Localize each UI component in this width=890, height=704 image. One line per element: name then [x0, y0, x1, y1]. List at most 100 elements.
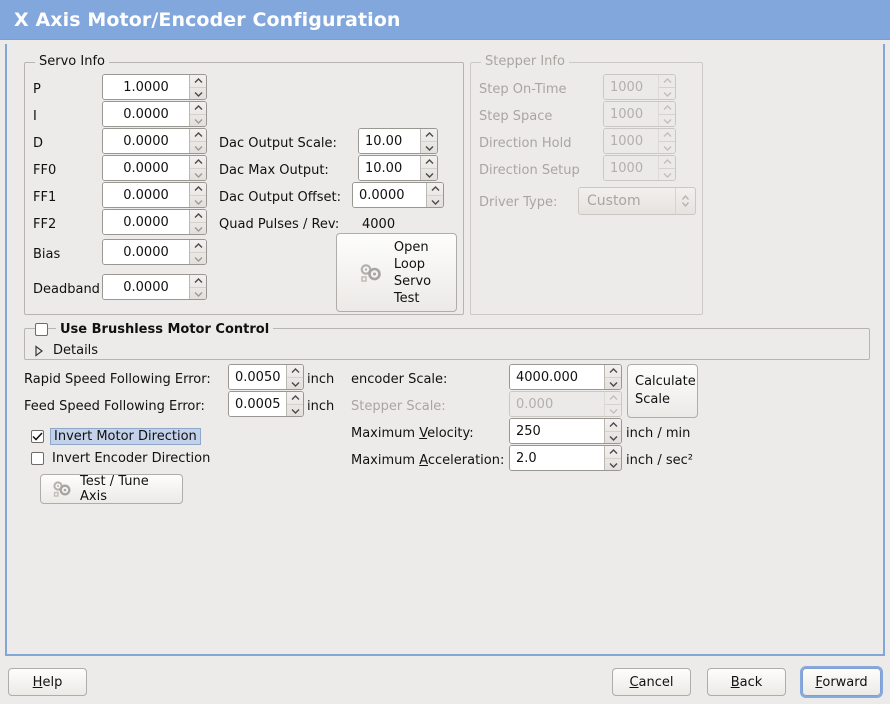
- dac-max-output-input[interactable]: 10.00: [358, 155, 438, 181]
- spinner-buttons: [658, 129, 675, 153]
- spinner-buttons[interactable]: [286, 392, 303, 416]
- spinner-buttons[interactable]: [189, 275, 206, 299]
- dac-output-offset-input[interactable]: 0.0000: [352, 182, 444, 208]
- servo-value-deadband: 0.0000: [103, 275, 189, 299]
- rapid-speed-following-error-unit: inch: [307, 372, 335, 387]
- servo-input-ff1[interactable]: 0.0000: [102, 182, 207, 208]
- spinner-down-icon[interactable]: [421, 141, 437, 153]
- spinner-down-icon[interactable]: [287, 377, 303, 389]
- spinner-buttons[interactable]: [189, 129, 206, 153]
- invert-motor-direction-checkbox[interactable]: Invert Motor Direction: [31, 428, 201, 445]
- spinner-up-icon[interactable]: [427, 183, 443, 195]
- spinner-buttons[interactable]: [604, 446, 621, 470]
- dac-output-offset-label: Dac Output Offset:: [219, 190, 341, 205]
- spinner-up-icon[interactable]: [190, 75, 206, 87]
- spinner-buttons[interactable]: [604, 419, 621, 443]
- help-button[interactable]: Help: [8, 668, 87, 696]
- maximum-velocity-input[interactable]: 250: [509, 418, 622, 444]
- triangle-right-icon[interactable]: [34, 344, 44, 357]
- spinner-up-icon[interactable]: [605, 446, 621, 458]
- servo-info-group: Servo Info: [24, 54, 464, 315]
- spinner-buttons[interactable]: [420, 129, 437, 153]
- spinner-down-icon[interactable]: [190, 252, 206, 264]
- spinner-buttons[interactable]: [604, 365, 621, 389]
- spinner-up-icon[interactable]: [605, 419, 621, 431]
- driver-type-value: Custom: [587, 193, 641, 209]
- invert-motor-direction-label: Invert Motor Direction: [50, 428, 201, 445]
- spinner-up-icon[interactable]: [287, 392, 303, 404]
- encoder-scale-input[interactable]: 4000.000: [509, 364, 622, 390]
- spinner-buttons[interactable]: [286, 365, 303, 389]
- dac-output-scale-input[interactable]: 10.00: [358, 128, 438, 154]
- spinner-up-icon[interactable]: [190, 183, 206, 195]
- spinner-buttons[interactable]: [189, 210, 206, 234]
- spinner-up-icon[interactable]: [190, 210, 206, 222]
- direction-hold-label: Direction Hold: [479, 136, 572, 151]
- checkbox-box[interactable]: [31, 452, 44, 465]
- step-space-value: 1000: [604, 102, 658, 126]
- spinner-down-icon[interactable]: [190, 287, 206, 299]
- spinner-up-icon[interactable]: [190, 156, 206, 168]
- open-loop-line4: Test: [393, 290, 420, 306]
- spinner-down-icon: [605, 404, 621, 416]
- rapid-speed-following-error-input[interactable]: 0.0050: [228, 364, 304, 390]
- spinner-down-icon[interactable]: [190, 195, 206, 207]
- spinner-down-icon[interactable]: [605, 458, 621, 470]
- servo-input-ff0[interactable]: 0.0000: [102, 155, 207, 181]
- rapid-speed-following-error-label: Rapid Speed Following Error:: [24, 372, 211, 387]
- spinner-up-icon[interactable]: [421, 129, 437, 141]
- spinner-up-icon[interactable]: [190, 102, 206, 114]
- test-tune-axis-label: Test / Tune Axis: [80, 474, 149, 504]
- open-loop-servo-test-label: Open Loop Servo Test: [394, 239, 431, 307]
- feed-speed-following-error-unit: inch: [307, 399, 335, 414]
- checkbox-box[interactable]: [35, 323, 48, 336]
- spinner-buttons[interactable]: [189, 75, 206, 99]
- spinner-up-icon[interactable]: [190, 129, 206, 141]
- direction-setup-value: 1000: [604, 156, 658, 180]
- spinner-down-icon[interactable]: [421, 168, 437, 180]
- direction-hold-value: 1000: [604, 129, 658, 153]
- servo-input-i[interactable]: 0.0000: [102, 101, 207, 127]
- details-expander[interactable]: Details: [34, 343, 98, 358]
- servo-input-ff2[interactable]: 0.0000: [102, 209, 207, 235]
- spinner-buttons[interactable]: [189, 240, 206, 264]
- servo-input-p[interactable]: 1.0000: [102, 74, 207, 100]
- spinner-down-icon[interactable]: [427, 195, 443, 207]
- use-brushless-motor-control-checkbox[interactable]: Use Brushless Motor Control: [35, 322, 274, 337]
- servo-value-p: 1.0000: [103, 75, 189, 99]
- spinner-up-icon[interactable]: [421, 156, 437, 168]
- calculate-scale-button[interactable]: Calculate Scale: [627, 364, 698, 418]
- invert-encoder-direction-checkbox[interactable]: Invert Encoder Direction: [31, 451, 210, 466]
- spinner-buttons: [604, 392, 621, 416]
- spinner-up-icon[interactable]: [190, 275, 206, 287]
- servo-input-d[interactable]: 0.0000: [102, 128, 207, 154]
- maximum-acceleration-input[interactable]: 2.0: [509, 445, 622, 471]
- spinner-buttons[interactable]: [420, 156, 437, 180]
- spinner-down-icon[interactable]: [190, 87, 206, 99]
- forward-button[interactable]: Forward: [802, 668, 881, 696]
- spinner-down-icon[interactable]: [190, 222, 206, 234]
- open-loop-servo-test-button[interactable]: Open Loop Servo Test: [336, 233, 457, 312]
- spinner-up-icon[interactable]: [605, 365, 621, 377]
- checkbox-box[interactable]: [31, 430, 44, 443]
- back-button[interactable]: Back: [707, 668, 786, 696]
- spinner-up-icon[interactable]: [190, 240, 206, 252]
- spinner-down-icon[interactable]: [605, 431, 621, 443]
- spinner-down-icon[interactable]: [287, 404, 303, 416]
- cancel-button[interactable]: Cancel: [612, 668, 691, 696]
- spinner-up-icon[interactable]: [287, 365, 303, 377]
- spinner-buttons[interactable]: [426, 183, 443, 207]
- servo-input-deadband[interactable]: 0.0000: [102, 274, 207, 300]
- spinner-buttons[interactable]: [189, 156, 206, 180]
- test-tune-axis-button[interactable]: Test / Tune Axis: [40, 474, 183, 504]
- spinner-down-icon[interactable]: [190, 114, 206, 126]
- spinner-buttons[interactable]: [189, 183, 206, 207]
- spinner-down-icon[interactable]: [605, 377, 621, 389]
- servo-input-bias[interactable]: 0.0000: [102, 239, 207, 265]
- feed-speed-following-error-input[interactable]: 0.0005: [228, 391, 304, 417]
- servo-value-bias: 0.0000: [103, 240, 189, 264]
- spinner-buttons[interactable]: [189, 102, 206, 126]
- spinner-down-icon[interactable]: [190, 168, 206, 180]
- step-space-label: Step Space: [479, 109, 553, 124]
- spinner-down-icon[interactable]: [190, 141, 206, 153]
